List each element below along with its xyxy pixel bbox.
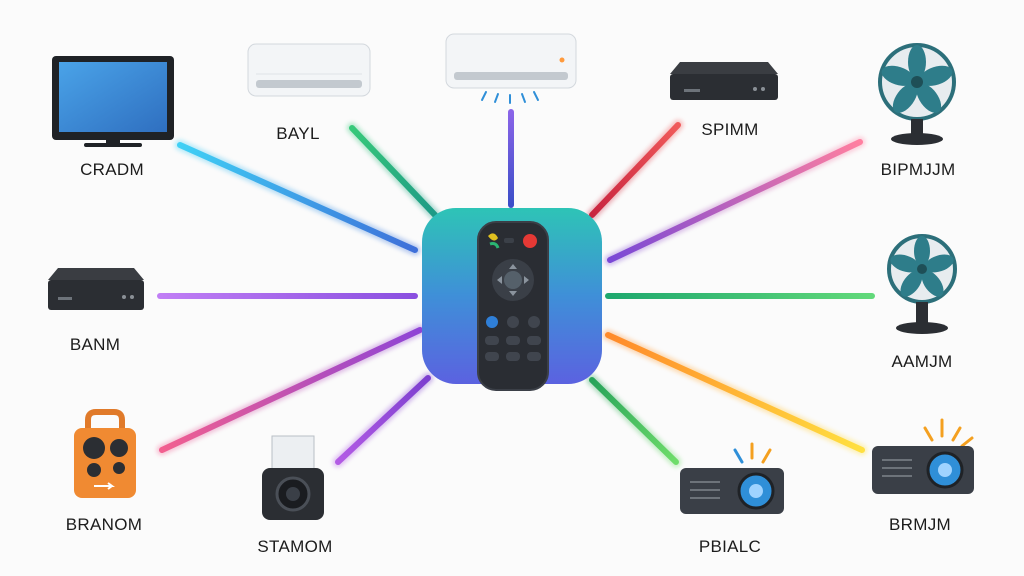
connector-projector-2 [602, 329, 868, 456]
connector-ac-1 [346, 122, 441, 221]
air-conditioner-icon[interactable] [247, 43, 371, 97]
connector-speaker [156, 324, 426, 456]
device-label-speaker: BRANOM [65, 515, 143, 534]
projector-icon[interactable] [872, 418, 974, 494]
device-label-box-2: BANM [69, 335, 121, 354]
connector-box-1 [586, 119, 684, 221]
connector-camera [332, 372, 434, 468]
device-label-projector-1: PBIALC [698, 537, 762, 556]
device-label-projector-2: BRMJM [889, 515, 951, 534]
fan-icon[interactable] [878, 43, 956, 145]
connector-projector-1 [586, 374, 682, 468]
connector-fan-1 [604, 136, 866, 266]
hub-remote[interactable] [422, 208, 602, 391]
device-label-camera: STAMOM [257, 537, 333, 556]
tv-icon[interactable] [52, 56, 174, 147]
projector-icon[interactable] [680, 442, 784, 514]
fan-icon[interactable] [887, 234, 957, 334]
universal-remote-icon [477, 221, 549, 391]
device-label-fan-2: AAMJM [891, 352, 953, 371]
connector-tv [174, 139, 421, 256]
device-label-ac-1: BAYL [276, 124, 320, 143]
set-top-box-icon[interactable] [670, 62, 778, 100]
device-label-box-1: SPIMM [701, 120, 759, 139]
connector-lines [154, 106, 878, 468]
camera-icon[interactable] [262, 435, 324, 520]
set-top-box-icon[interactable] [48, 268, 144, 310]
device-label-tv: CRADM [80, 160, 144, 179]
air-conditioner-icon[interactable] [445, 33, 577, 104]
portable-speaker-icon[interactable] [74, 409, 136, 498]
device-label-fan-1: BIPMJJM [880, 160, 956, 179]
